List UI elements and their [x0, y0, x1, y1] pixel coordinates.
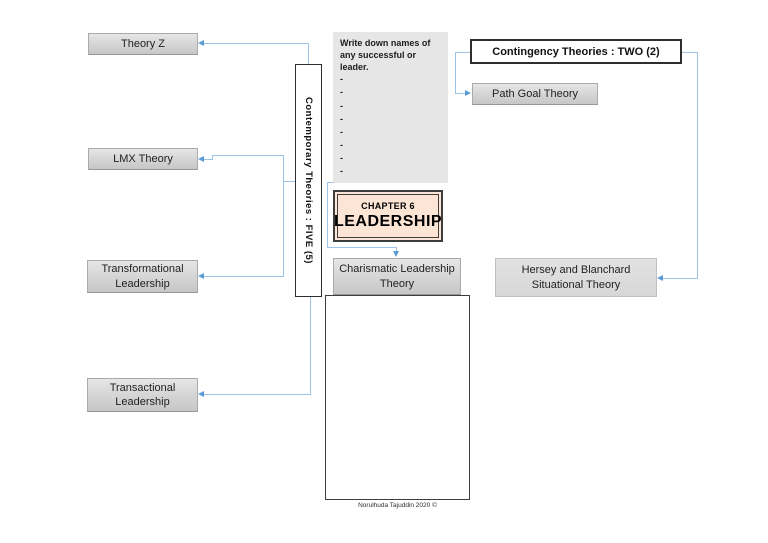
- arrow-right-icon: [465, 90, 471, 96]
- empty-answer-box: [325, 295, 470, 500]
- connector-charismatic-v: [327, 182, 328, 248]
- note-dash-lines: - - - - - - - -: [340, 74, 343, 176]
- chapter-label: CHAPTER 6: [361, 201, 415, 211]
- group-contingency-label: Contingency Theories : TWO (2): [492, 45, 660, 58]
- connector-charismatic-h: [327, 247, 397, 248]
- connector-hersey-h2: [663, 278, 698, 279]
- node-path-goal-theory: Path Goal Theory: [472, 83, 598, 105]
- node-transactional-label: Transactional Leadership: [109, 381, 176, 408]
- arrow-left-icon: [198, 273, 204, 279]
- arrow-left-icon: [198, 40, 204, 46]
- node-hersey-blanchard: Hersey and Blanchard Situational Theory: [495, 258, 657, 297]
- group-contemporary-theories: Contemporary Theories : FIVE (5): [295, 64, 322, 297]
- connector-pathgoal-h2: [455, 93, 466, 94]
- connector-transactional-v: [310, 297, 311, 394]
- connector-transformational-h: [204, 276, 284, 277]
- connector-lmx-jog-v: [212, 155, 213, 160]
- node-charismatic-label: Charismatic Leadership Theory: [339, 263, 455, 290]
- node-charismatic-leadership-theory: Charismatic Leadership Theory: [333, 258, 461, 295]
- chapter-title: LEADERSHIP: [333, 213, 443, 230]
- node-path-goal-label: Path Goal Theory: [491, 87, 578, 100]
- connector-charismatic-drop-v: [396, 247, 397, 252]
- footer-credit: Norulhuda Tajuddin 2020 ©: [358, 502, 437, 509]
- node-transformational-leadership: Transformational Leadership: [87, 260, 198, 293]
- arrow-left-icon: [657, 275, 663, 281]
- node-lmx-theory: LMX Theory: [88, 148, 198, 170]
- node-transactional-leadership: Transactional Leadership: [87, 378, 198, 412]
- connector-theory-z-v: [308, 43, 309, 64]
- note-write-down-names: Write down names of any successful or le…: [333, 32, 448, 183]
- arrow-left-icon: [198, 391, 204, 397]
- group-contingency-theories: Contingency Theories : TWO (2): [470, 39, 682, 64]
- connector-hersey-v: [697, 52, 698, 278]
- connector-lmx-h2: [204, 159, 213, 160]
- connector-hersey-h1: [682, 52, 698, 53]
- connector-theory-z-h: [204, 43, 308, 44]
- note-prompt: Write down names of any successful or le…: [340, 38, 431, 73]
- connector-transactional-h: [204, 394, 311, 395]
- arrow-left-icon: [198, 156, 204, 162]
- connector-lmx-h1: [212, 155, 283, 156]
- node-transformational-label: Transformational Leadership: [101, 263, 184, 290]
- node-lmx-theory-label: LMX Theory: [113, 152, 173, 165]
- connector-trunk-stub-h: [283, 181, 295, 182]
- arrow-down-icon: [393, 251, 399, 257]
- node-theory-z-label: Theory Z: [120, 37, 165, 50]
- connector-pathgoal-v: [455, 52, 456, 93]
- connector-left-trunk-v: [283, 155, 284, 277]
- node-hersey-label: Hersey and Blanchard Situational Theory: [521, 264, 631, 291]
- node-theory-z: Theory Z: [88, 33, 198, 55]
- connector-charismatic-stub-h: [327, 182, 334, 183]
- group-contemporary-label: Contemporary Theories : FIVE (5): [303, 97, 314, 264]
- connector-pathgoal-h1: [455, 52, 470, 53]
- node-chapter-6-leadership: CHAPTER 6 LEADERSHIP: [333, 190, 443, 242]
